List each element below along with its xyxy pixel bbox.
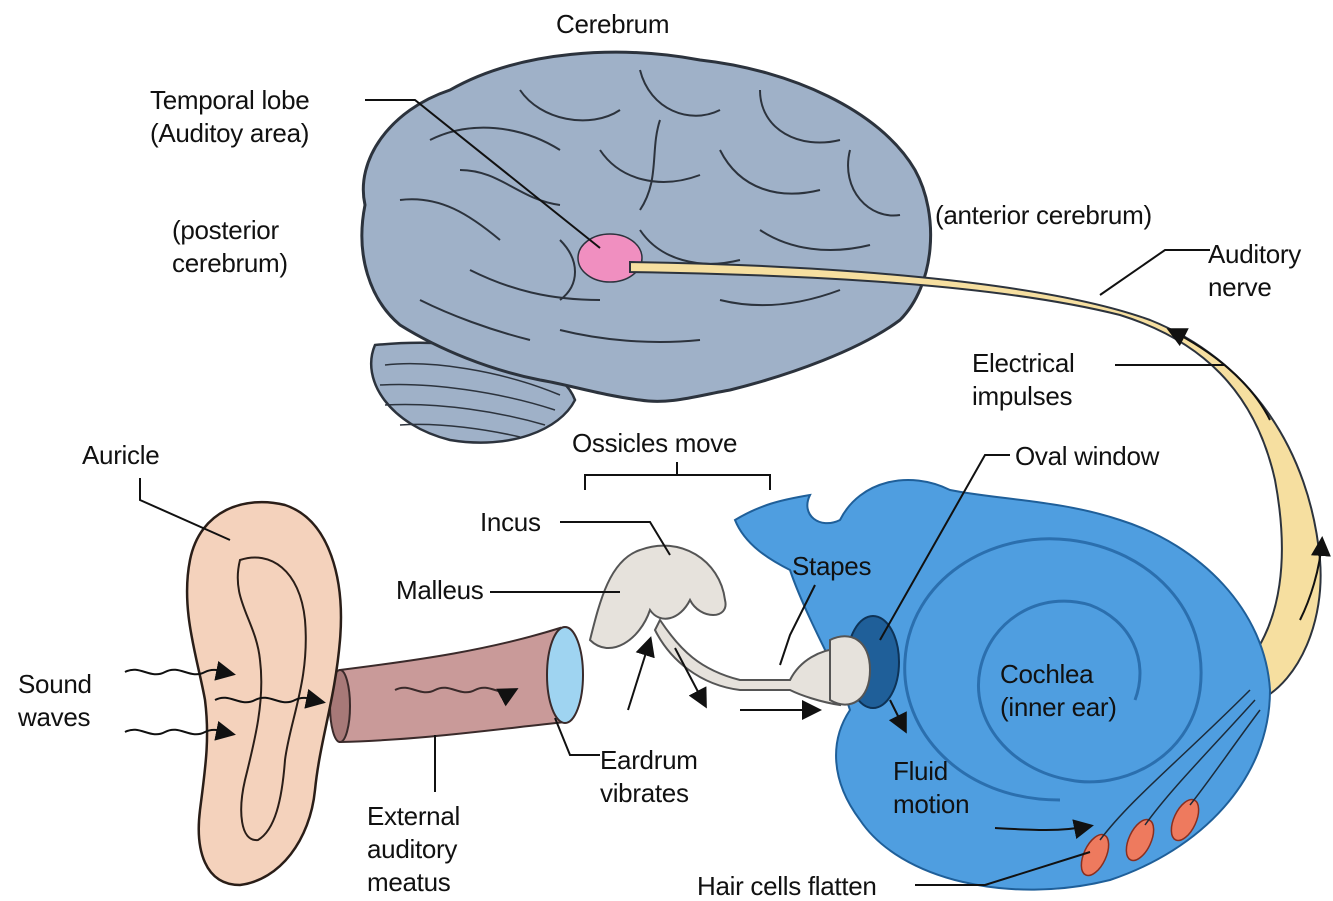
label-malleus: Malleus	[396, 574, 484, 607]
ossicles-bracket	[585, 462, 770, 490]
label-fluid-line2: motion	[893, 788, 969, 821]
label-hair-cells-flatten: Hair cells flatten	[697, 870, 877, 901]
label-external-line1: External	[367, 800, 460, 833]
label-cochlea-line1: Cochlea	[1000, 658, 1117, 691]
label-eardrum-line2: vibrates	[600, 777, 698, 810]
label-oval-window: Oval window	[1015, 440, 1159, 473]
label-ossicles-move: Ossicles move	[572, 427, 737, 460]
label-electrical-line1: Electrical	[972, 347, 1074, 380]
label-sound-line1: Sound	[18, 668, 92, 701]
label-posterior-line1: (posterior	[172, 214, 288, 247]
label-temporal-lobe: Temporal lobe (Auditoy area)	[150, 84, 309, 150]
label-eardrum-line1: Eardrum	[600, 744, 698, 777]
label-sound-line2: waves	[18, 701, 92, 734]
label-cerebrum: Cerebrum	[556, 8, 669, 41]
label-fluid-motion: Fluid motion	[893, 755, 969, 821]
ear-canal	[330, 627, 583, 742]
label-auditory-nerve-line2: nerve	[1208, 271, 1301, 304]
cerebrum-brain	[362, 52, 931, 401]
label-external-line3: meatus	[367, 866, 460, 899]
label-auditory-nerve-line1: Auditory	[1208, 238, 1301, 271]
label-anterior-cerebrum: (anterior cerebrum)	[935, 199, 1152, 232]
label-posterior-line2: cerebrum)	[172, 247, 288, 280]
label-electrical-impulses: Electrical impulses	[972, 347, 1074, 413]
eardrum	[547, 627, 583, 723]
label-fluid-line1: Fluid	[893, 755, 969, 788]
temporal-lobe-highlight	[578, 234, 642, 282]
label-sound-waves: Sound waves	[18, 668, 92, 734]
label-cochlea: Cochlea (inner ear)	[1000, 658, 1117, 724]
label-incus: Incus	[480, 506, 541, 539]
label-temporal-lobe-line1: Temporal lobe	[150, 84, 309, 117]
label-auditory-nerve: Auditory nerve	[1208, 238, 1301, 304]
label-external-auditory-meatus: External auditory meatus	[367, 800, 460, 899]
label-electrical-line2: impulses	[972, 380, 1074, 413]
label-cochlea-line2: (inner ear)	[1000, 691, 1117, 724]
label-auricle: Auricle	[82, 439, 159, 472]
label-stapes: Stapes	[792, 550, 871, 583]
label-external-line2: auditory	[367, 833, 460, 866]
auricle	[187, 502, 341, 885]
label-temporal-lobe-line2: (Auditoy area)	[150, 117, 309, 150]
label-posterior-cerebrum: (posterior cerebrum)	[172, 214, 288, 280]
label-eardrum-vibrates: Eardrum vibrates	[600, 744, 698, 810]
